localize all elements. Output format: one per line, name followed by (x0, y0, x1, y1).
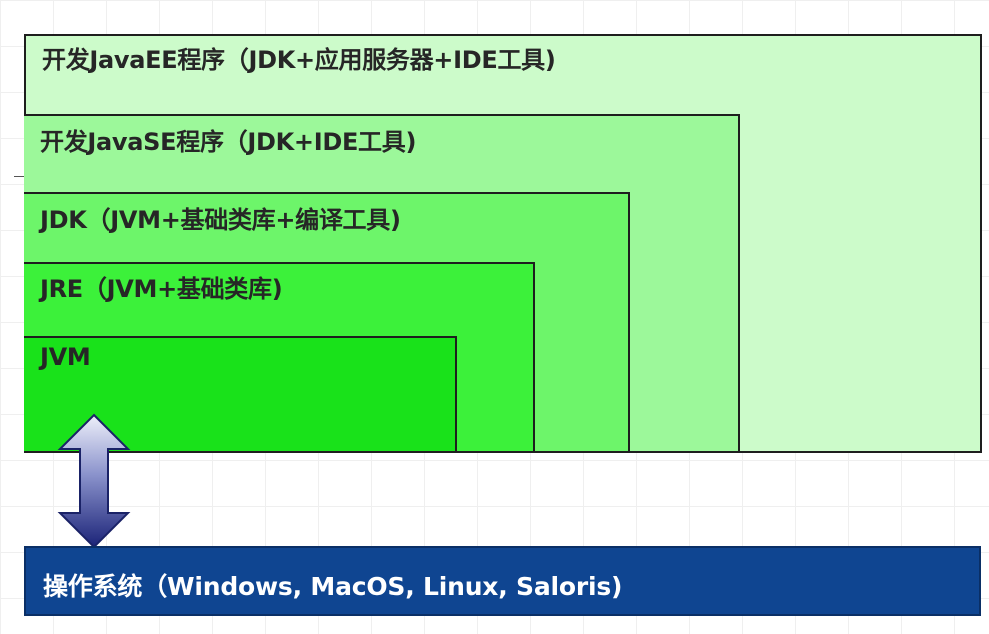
os-bar: 操作系统（Windows, MacOS, Linux, Saloris) (24, 546, 981, 616)
jre-label: JRE（JVM+基础类库) (40, 275, 283, 303)
jvm-label: JVM (40, 343, 91, 371)
jdk-label: JDK（JVM+基础类库+编译工具) (40, 206, 401, 234)
os-label: 操作系统（Windows, MacOS, Linux, Saloris) (43, 572, 623, 601)
javaee-label: 开发JavaEE程序（JDK+应用服务器+IDE工具) (42, 46, 556, 74)
tick-mark (14, 176, 24, 177)
javase-label: 开发JavaSE程序（JDK+IDE工具) (40, 128, 417, 156)
layer-baseline (24, 451, 982, 453)
double-arrow-icon (57, 413, 131, 549)
